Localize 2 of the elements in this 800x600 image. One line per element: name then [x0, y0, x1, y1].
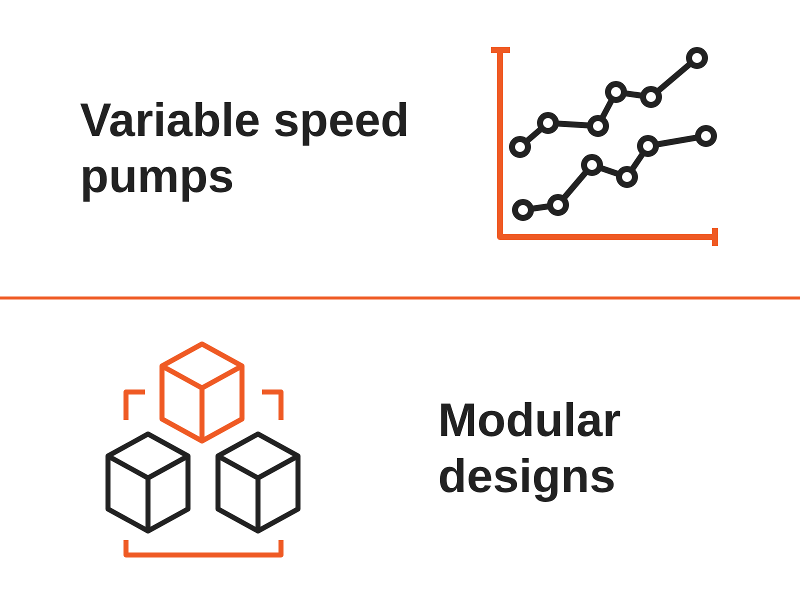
- heading: Variable speed pumps: [80, 92, 410, 204]
- heading: Modular designs: [438, 392, 622, 504]
